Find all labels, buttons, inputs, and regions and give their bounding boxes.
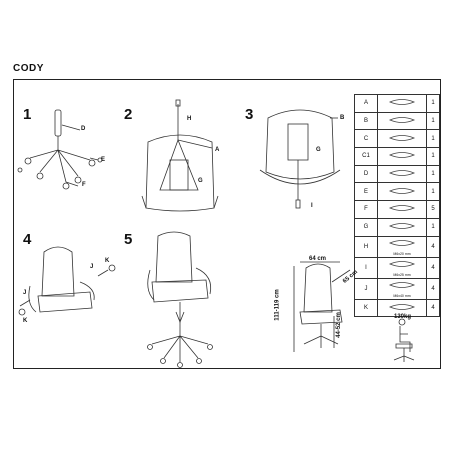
backrest-icon-glyph — [388, 223, 416, 230]
parts-row: H M6x20 mm 4 — [354, 235, 440, 258]
part-id: H — [354, 235, 378, 258]
gas-lift-icon — [377, 164, 427, 184]
seat-icon-glyph — [388, 117, 416, 123]
part-id: B — [354, 111, 378, 131]
part-quantity: 1 — [426, 94, 440, 113]
dimension-seat-height: 44-52 cm — [335, 312, 342, 338]
max-load: 130kg — [394, 314, 412, 320]
step3-backrest-drawing — [259, 109, 341, 209]
part-quantity: 1 — [426, 111, 440, 131]
part-id: G — [354, 217, 378, 237]
dimension-chair-drawing — [293, 261, 351, 352]
armrest-icon — [377, 147, 427, 166]
part-quantity: 1 — [426, 164, 440, 184]
label-h: H — [187, 116, 192, 122]
label-k: K — [105, 258, 110, 264]
part-quantity: 5 — [426, 200, 440, 219]
part-id: C1 — [354, 147, 378, 166]
bolt-icon-glyph — [388, 239, 416, 246]
step-number-5: 5 — [124, 231, 133, 248]
parts-row: I M6x25 mm 4 — [354, 256, 440, 279]
part-quantity: 1 — [426, 182, 440, 202]
label-j: J — [23, 290, 27, 296]
step1-base-drawing — [17, 109, 103, 190]
caster-icon — [377, 200, 427, 219]
step5-chair-drawing — [147, 231, 213, 368]
part-size-note: M6x40 mm — [393, 293, 411, 298]
label-k: K — [23, 318, 28, 324]
backrest-icon — [377, 217, 427, 237]
mechanism-icon-glyph — [388, 99, 416, 106]
bolt-icon: M6x40 mm — [377, 277, 427, 300]
base-icon-glyph — [388, 187, 416, 194]
step-number-2: 2 — [124, 106, 133, 123]
part-id: J — [354, 277, 378, 300]
step4-armrest-drawing — [18, 246, 116, 316]
caster-icon-glyph — [388, 205, 416, 212]
label-d: D — [81, 126, 86, 132]
bolt-icon: M6x25 mm — [377, 256, 427, 279]
label-g: G — [316, 147, 321, 153]
washer-icon-glyph — [388, 303, 416, 310]
part-id: F — [354, 200, 378, 219]
dimension-height: 111-119 cm — [274, 289, 281, 321]
armrest-icon-glyph — [388, 152, 416, 159]
step-number-4: 4 — [23, 231, 32, 248]
part-quantity: 4 — [426, 256, 440, 279]
gas-lift-icon-glyph — [388, 170, 416, 176]
part-id: C — [354, 129, 378, 149]
part-id: K — [354, 298, 378, 318]
part-quantity: 4 — [426, 298, 440, 318]
product-title: CODY — [13, 63, 44, 74]
load-limit-drawing — [393, 318, 415, 362]
armrest-icon — [377, 129, 427, 149]
part-id: A — [354, 94, 378, 113]
armrest-icon-glyph — [388, 134, 416, 141]
label-a: A — [215, 147, 220, 153]
step-number-3: 3 — [245, 106, 254, 123]
step-number-1: 1 — [23, 106, 32, 123]
label-g: G — [198, 178, 203, 184]
label-i: I — [311, 203, 313, 209]
instruction-sheet — [13, 79, 441, 369]
washer-icon — [377, 298, 427, 318]
mechanism-icon — [377, 94, 427, 113]
dimension-width: 64 cm — [309, 256, 327, 262]
part-id: I — [354, 256, 378, 279]
label-f: F — [82, 182, 86, 188]
bolt-icon: M6x20 mm — [377, 235, 427, 258]
part-quantity: 4 — [426, 277, 440, 300]
bolt-icon-glyph — [388, 260, 416, 267]
parts-row: J M6x40 mm 4 — [354, 277, 440, 300]
label-b: B — [340, 115, 345, 121]
step2-seat-drawing — [141, 99, 219, 212]
part-quantity: 1 — [426, 217, 440, 237]
parts-row: C1 1 — [354, 147, 440, 166]
part-id: D — [354, 164, 378, 184]
part-size-note: M6x20 mm — [393, 251, 411, 256]
seat-icon — [377, 111, 427, 131]
part-id: E — [354, 182, 378, 202]
part-quantity: 1 — [426, 129, 440, 149]
part-quantity: 1 — [426, 147, 440, 166]
label-j: J — [90, 264, 94, 270]
label-e: E — [101, 157, 106, 163]
part-size-note: M6x25 mm — [393, 272, 411, 277]
bolt-icon-glyph — [388, 281, 416, 288]
base-icon — [377, 182, 427, 202]
part-quantity: 4 — [426, 235, 440, 258]
